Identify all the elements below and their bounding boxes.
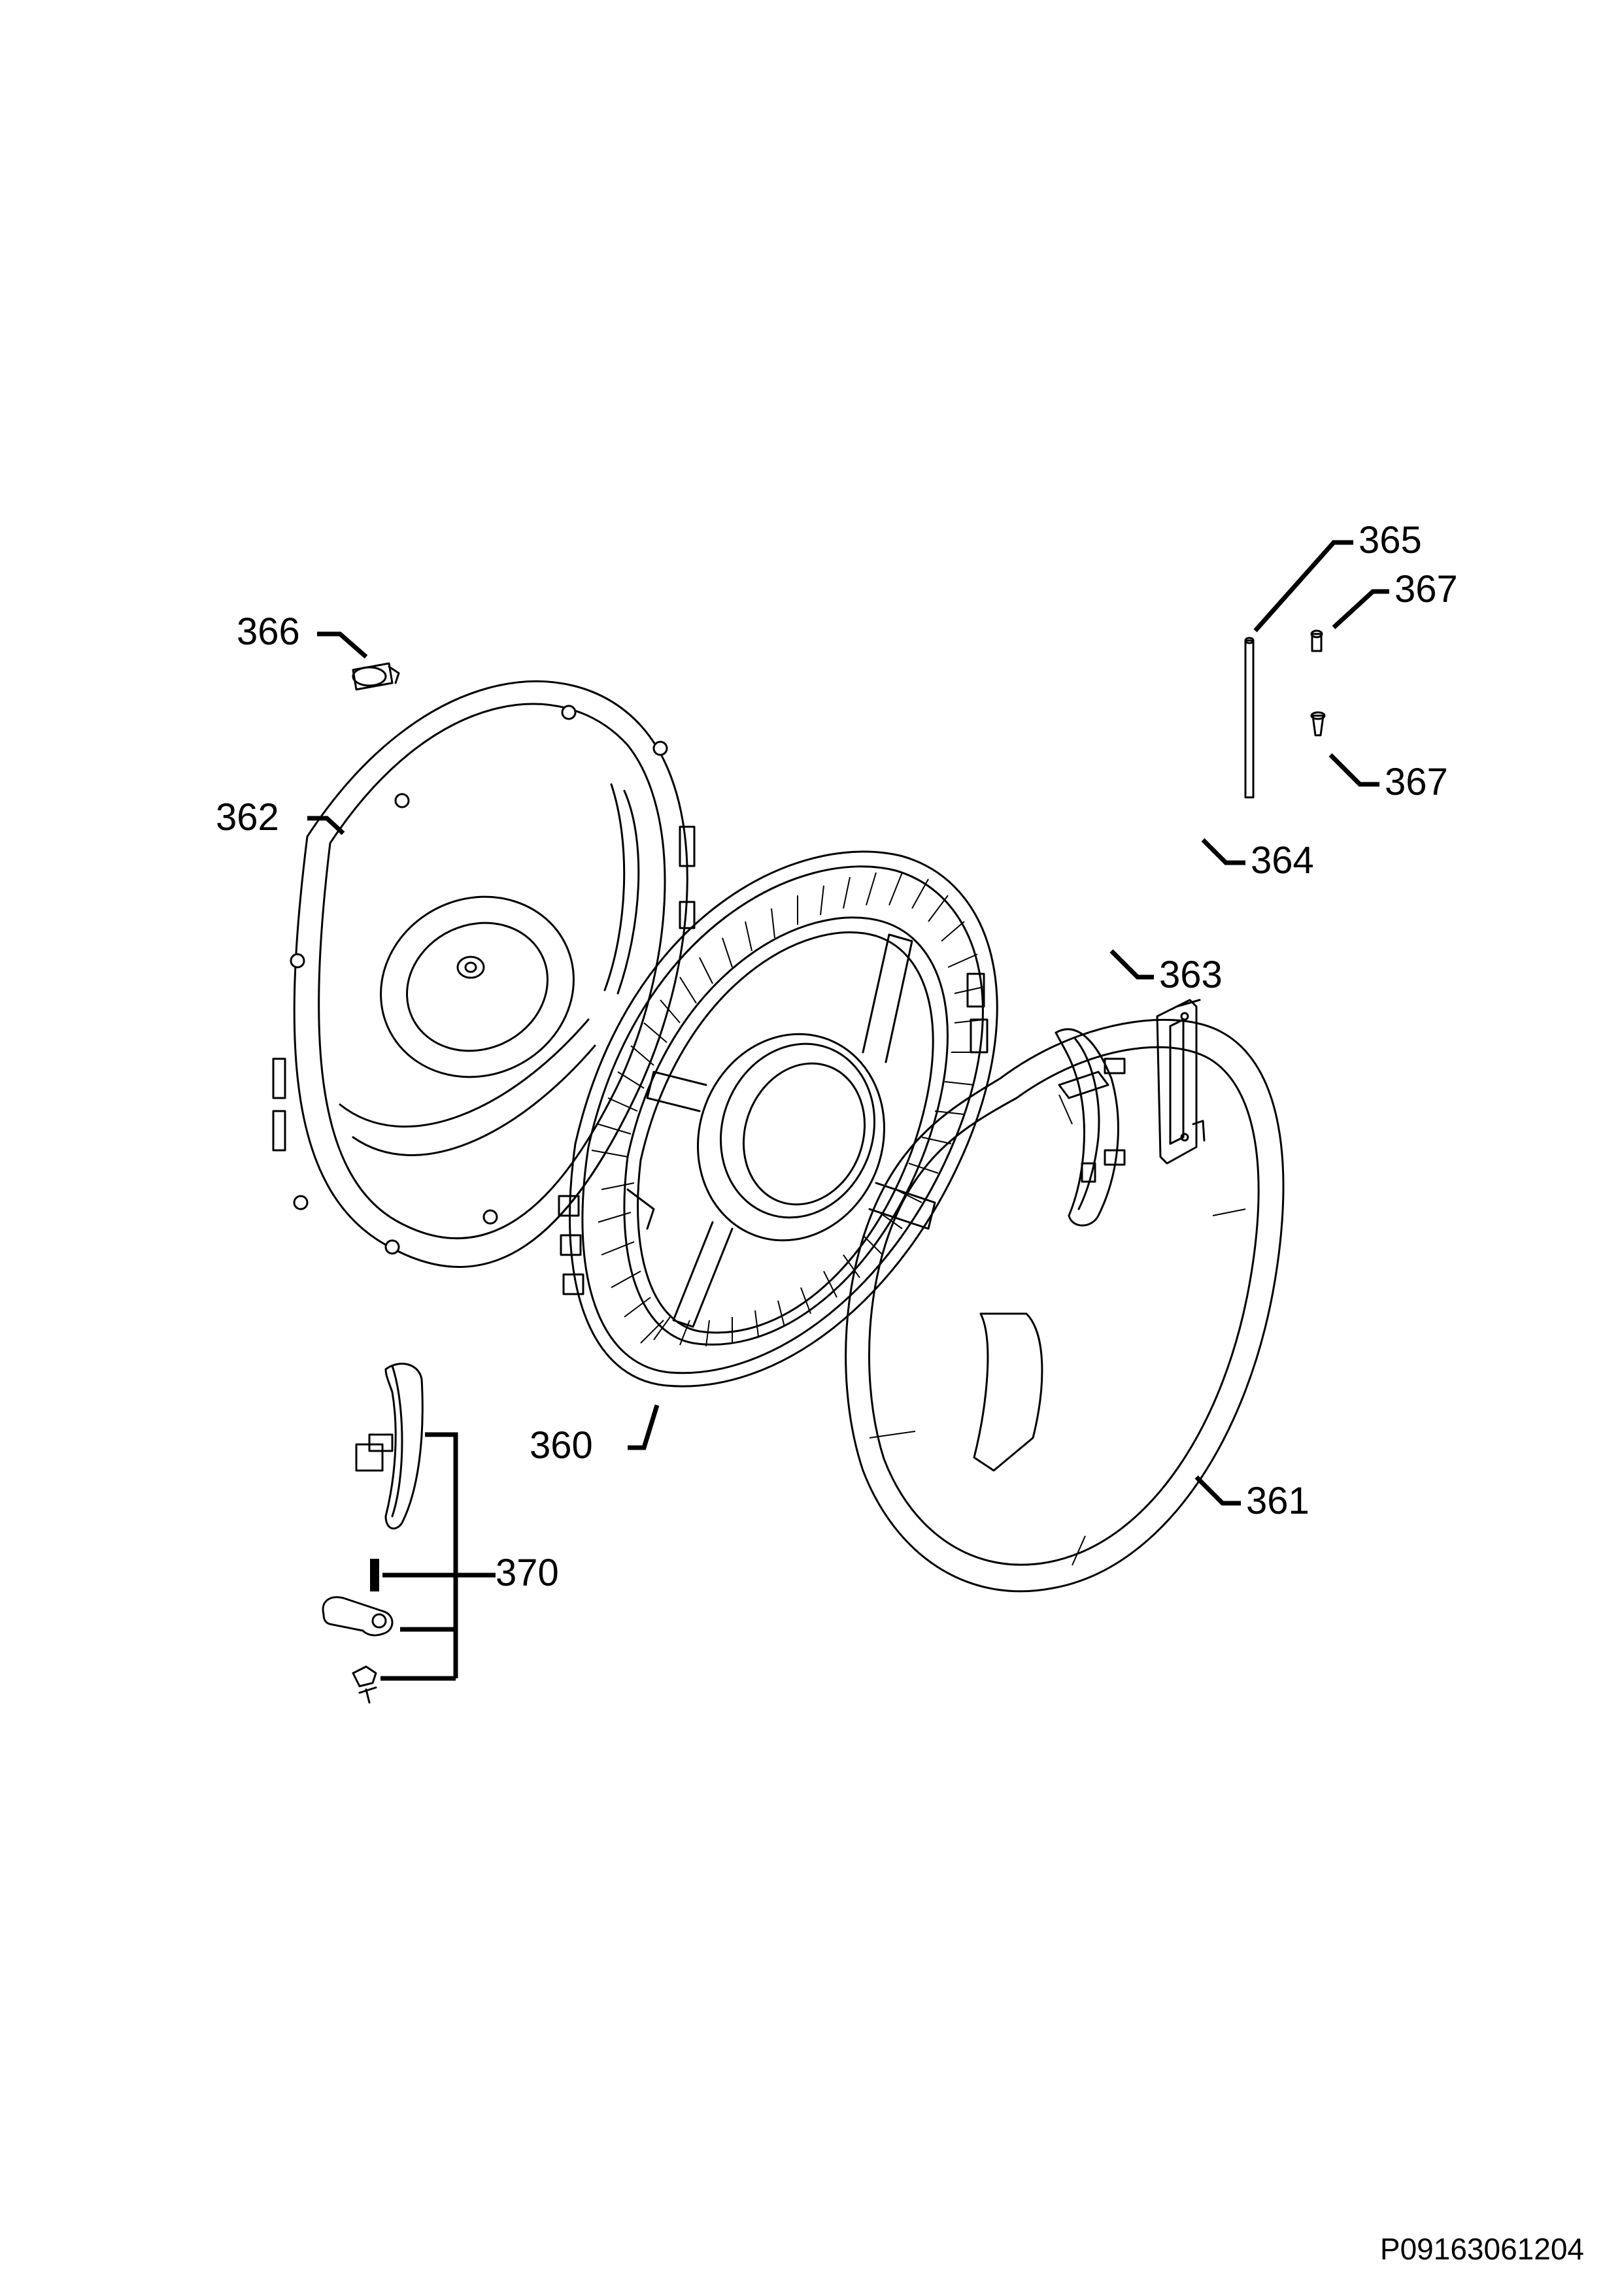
leader-363 — [1109, 949, 1154, 980]
part-362-inner-door-panel — [272, 680, 696, 1268]
leader-lines — [307, 540, 1389, 1681]
part-360-outer-frame — [558, 850, 998, 1388]
leader-367a — [1332, 589, 1389, 629]
leader-361 — [1194, 1475, 1241, 1506]
callout-363: 363 — [1159, 954, 1223, 996]
part-361-front-door-ring — [845, 1018, 1285, 1593]
leader-370 — [380, 1432, 496, 1681]
callout-364: 364 — [1251, 839, 1314, 882]
callout-365: 365 — [1359, 519, 1422, 561]
part-366-cap — [352, 662, 400, 691]
callout-366: 366 — [237, 610, 300, 653]
part-365-hinge-pin — [1244, 637, 1255, 799]
leader-366 — [317, 631, 368, 659]
part-367-bushing-bottom — [1310, 711, 1326, 737]
part-367-bushing-top — [1310, 629, 1323, 652]
leader-360 — [628, 1404, 660, 1450]
callout-361: 361 — [1246, 1480, 1309, 1522]
leader-364 — [1201, 838, 1245, 865]
callout-367-bottom: 367 — [1385, 761, 1448, 803]
leader-367b — [1328, 753, 1379, 787]
leader-362 — [307, 816, 345, 835]
callout-362: 362 — [216, 796, 279, 839]
callout-367-top: 367 — [1394, 568, 1458, 610]
document-code: P09163061204 — [1379, 2232, 1584, 2266]
leader-365 — [1253, 540, 1353, 633]
part-370-door-handle-kit — [322, 1363, 424, 1704]
part-364-hinge-plate — [1156, 999, 1206, 1165]
callout-370: 370 — [496, 1552, 559, 1594]
part-363-hinge — [1055, 1028, 1126, 1227]
callout-360: 360 — [530, 1424, 593, 1467]
